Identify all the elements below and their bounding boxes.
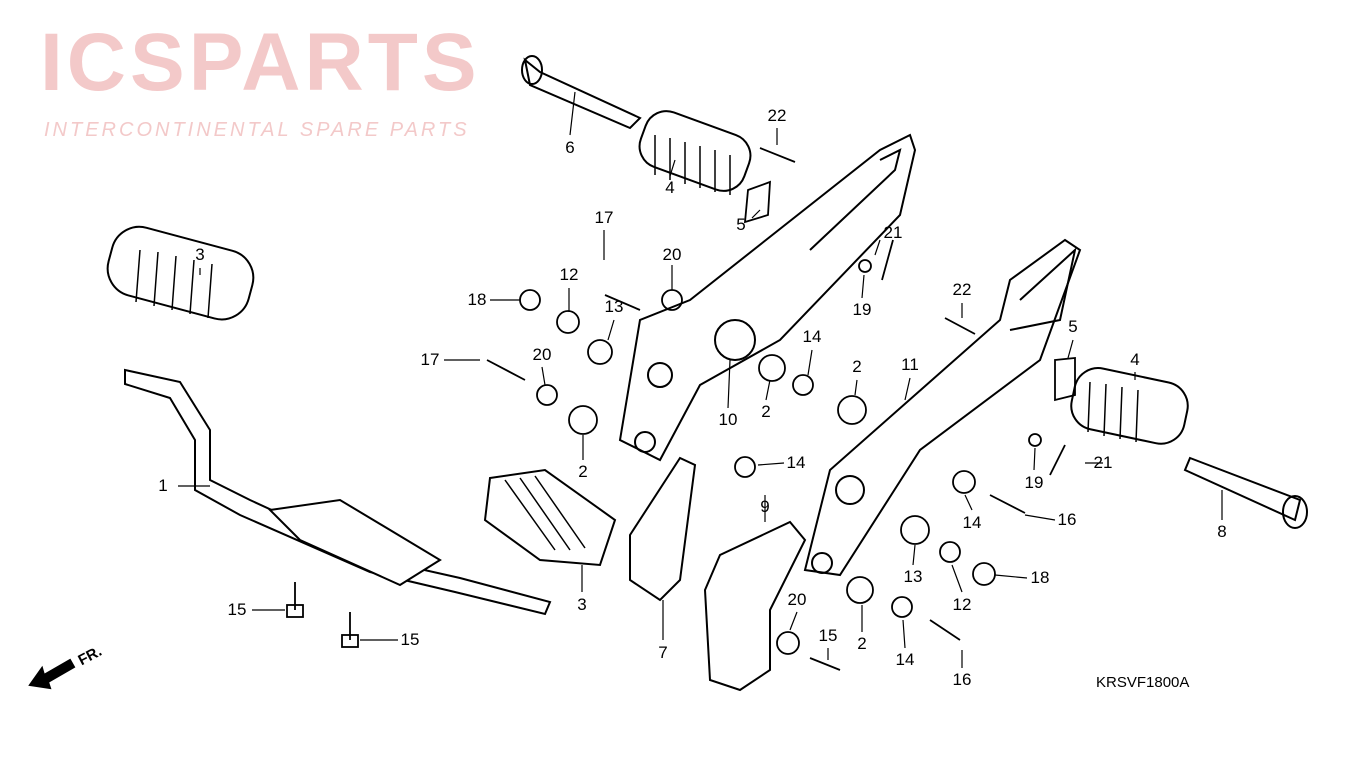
callout: 2 [761,402,771,421]
callout: 2 [852,357,862,376]
callout: 19 [852,300,872,319]
stay-9 [703,520,807,692]
callout: 5 [1068,317,1078,336]
callout: 18 [467,290,487,309]
callout: 15 [400,630,420,649]
callout: 16 [952,670,972,689]
callout: 21 [1093,453,1113,472]
footpeg-rubber-3-bottom [483,468,617,567]
callout: 17 [420,350,440,369]
callout: 12 [952,595,972,614]
callout: 17 [594,208,614,227]
callout: 13 [604,297,624,316]
footpeg-rubber-3-left [106,225,255,321]
callout: 14 [802,327,822,346]
callout: 3 [195,245,205,264]
watermark-tagline: INTERCONTINENTAL SPARE PARTS [44,119,470,141]
footpeg-rubber-4-left [638,110,752,195]
callout: 3 [577,595,587,614]
callout: 4 [1130,350,1140,369]
callout: 12 [559,265,579,284]
leader-lines [178,91,1223,668]
callout: 20 [532,345,552,364]
callout: 8 [1217,522,1227,541]
callout: 9 [760,497,770,516]
watermark-logo: ICSPARTS [40,17,481,108]
callout: 13 [903,567,923,586]
step-holder-10 [618,133,917,462]
callout: 20 [662,245,682,264]
callout: 7 [658,643,668,662]
small-hardware [286,147,1076,671]
pivot-pin-6 [521,55,642,130]
callout: 19 [1024,473,1044,492]
callout: 20 [787,590,807,609]
callout: 18 [1030,568,1050,587]
callout: 6 [565,138,575,157]
step-bar-1 [124,368,552,616]
callout: 14 [962,513,982,532]
stay-7 [629,456,697,602]
callout: 21 [883,223,903,242]
callout: 15 [818,626,838,645]
callout: 2 [857,634,867,653]
callout: 14 [895,650,915,669]
callout: 22 [952,280,972,299]
front-arrow-icon [28,658,76,690]
callout: 4 [665,178,675,197]
callout: 10 [718,410,738,429]
diagram-code: KRSVF1800A [1096,674,1190,691]
footpeg-rubber-4-right [1070,367,1189,445]
callout: 22 [767,106,787,125]
callout: 15 [227,600,247,619]
callout: 1 [158,476,168,495]
pivot-pin-8 [1183,456,1308,529]
callout: 5 [736,215,746,234]
callout: 2 [578,462,588,481]
callout: 14 [786,453,806,472]
callout: 11 [901,355,919,374]
step-holder-11 [803,238,1082,577]
callout: 16 [1057,510,1077,529]
